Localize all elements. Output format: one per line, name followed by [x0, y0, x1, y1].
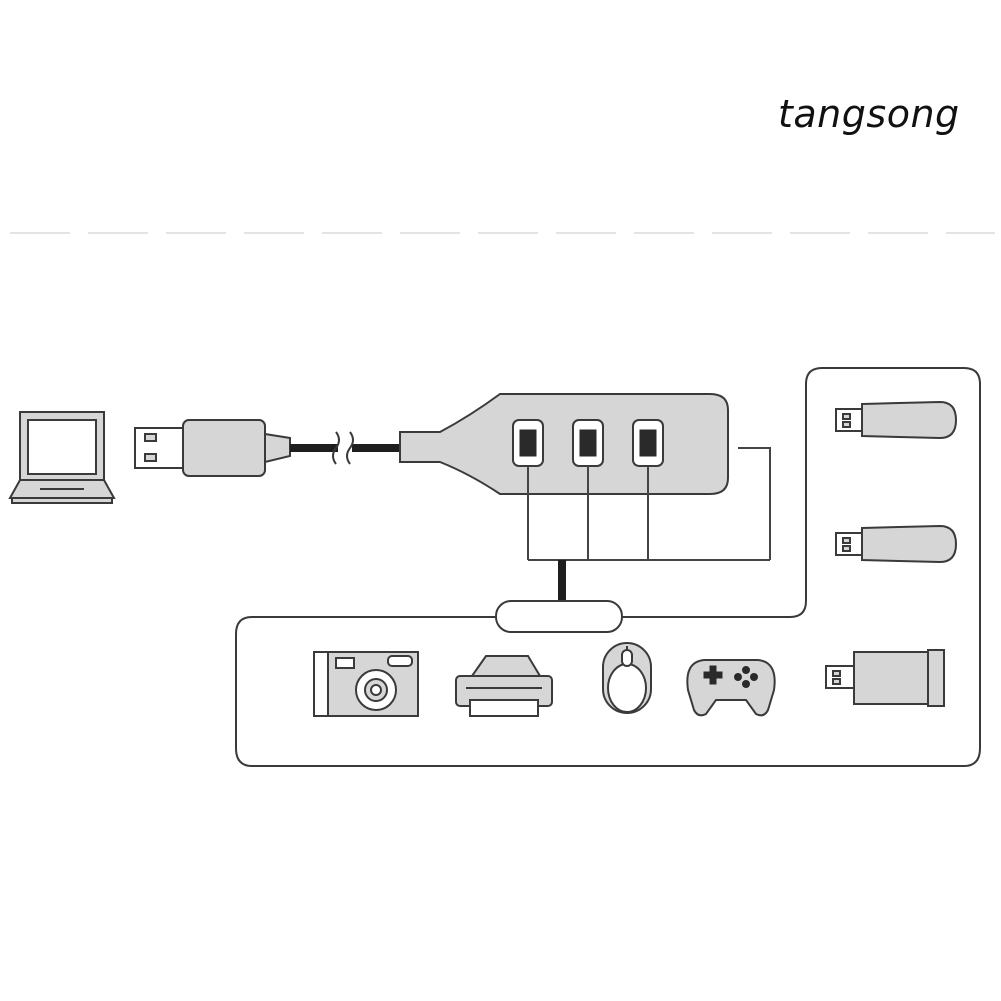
printer-icon: [455, 655, 553, 717]
watermark-text: tangsong: [778, 92, 960, 136]
gamepad-icon: [686, 659, 776, 717]
camera-icon: [313, 651, 419, 717]
devices-enclosure: [235, 367, 981, 767]
port-connector-lines: [527, 447, 771, 605]
laptop-icon: [8, 411, 116, 504]
usb-card-reader-icon: [825, 649, 945, 707]
usb-cable: [290, 431, 400, 465]
usb-flash-drive-icon: [835, 400, 958, 440]
mouse-icon: [602, 642, 652, 714]
device-connector-pill: [495, 600, 623, 633]
usb-flash-drive-icon: [835, 524, 958, 564]
usb-hub-icon: [399, 393, 729, 495]
usb-plug-icon: [134, 419, 291, 477]
